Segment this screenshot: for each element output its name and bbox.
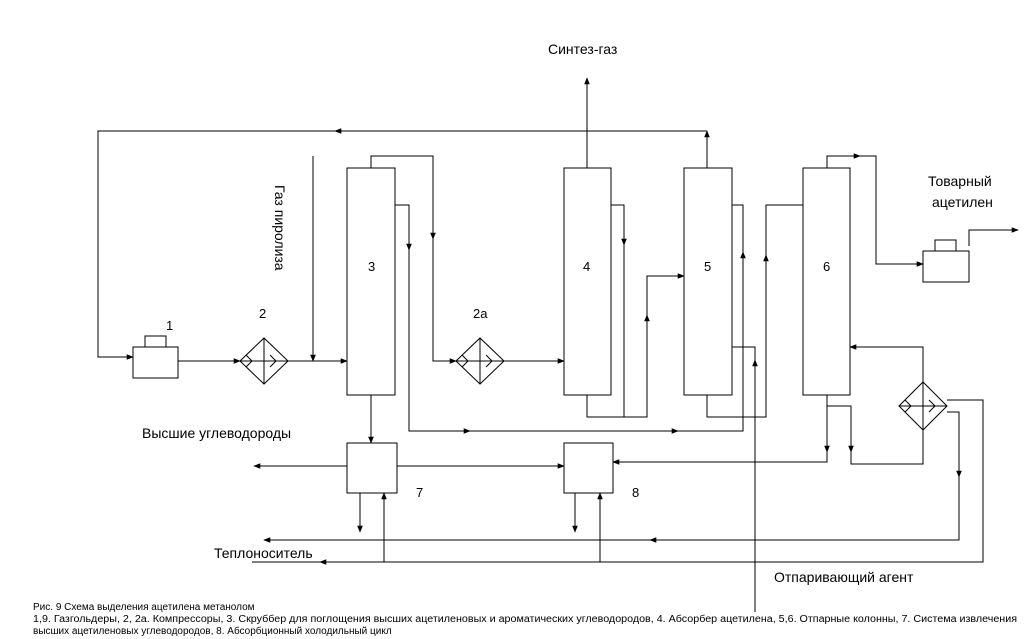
cooling-cycle-8: 8 <box>563 442 639 500</box>
heat-exchanger <box>898 381 948 431</box>
caption-title: Рис. 9 Схема выделения ацетилена метанол… <box>33 602 255 613</box>
higher-hydrocarbons-label: Высшие углеводороды <box>142 425 291 441</box>
gasholder-1: 1 <box>132 318 179 379</box>
extraction-system-7: 7 <box>346 442 423 500</box>
caption-line1: 1,9. Газгольдеры, 2, 2а. Компрессоры, 3.… <box>33 613 1017 625</box>
label-8: 8 <box>632 485 639 500</box>
label-2a: 2а <box>473 306 488 321</box>
flow-lines <box>97 77 1019 612</box>
compressor-2: 2 <box>239 306 289 385</box>
label-1: 1 <box>166 318 173 333</box>
stripper-6: 6 <box>802 167 851 396</box>
stripper-5: 5 <box>683 167 733 396</box>
product-acetylene-label-line1: Товарный <box>928 173 992 189</box>
gasholder-9 <box>922 239 970 283</box>
product-acetylene-label-line2: ацетилен <box>932 194 993 210</box>
absorber-4: 4 <box>563 167 612 396</box>
compressor-2a: 2а <box>455 306 505 385</box>
caption-line2: высших ацетиленовых углеводородов, 8. Аб… <box>33 625 392 637</box>
label-3: 3 <box>368 259 375 274</box>
syngas-label: Синтез-газ <box>548 41 617 57</box>
scrubber-3: 3 <box>346 167 396 396</box>
label-7: 7 <box>416 485 423 500</box>
stripping-agent-label: Отпаривающий агент <box>774 569 914 585</box>
heat-carrier-label: Теплоноситель <box>214 545 313 561</box>
label-4: 4 <box>583 259 590 274</box>
label-5: 5 <box>704 259 711 274</box>
pyrolysis-gas-label: Газ пиролиза <box>272 185 288 271</box>
label-6: 6 <box>823 259 830 274</box>
label-2: 2 <box>259 306 266 321</box>
